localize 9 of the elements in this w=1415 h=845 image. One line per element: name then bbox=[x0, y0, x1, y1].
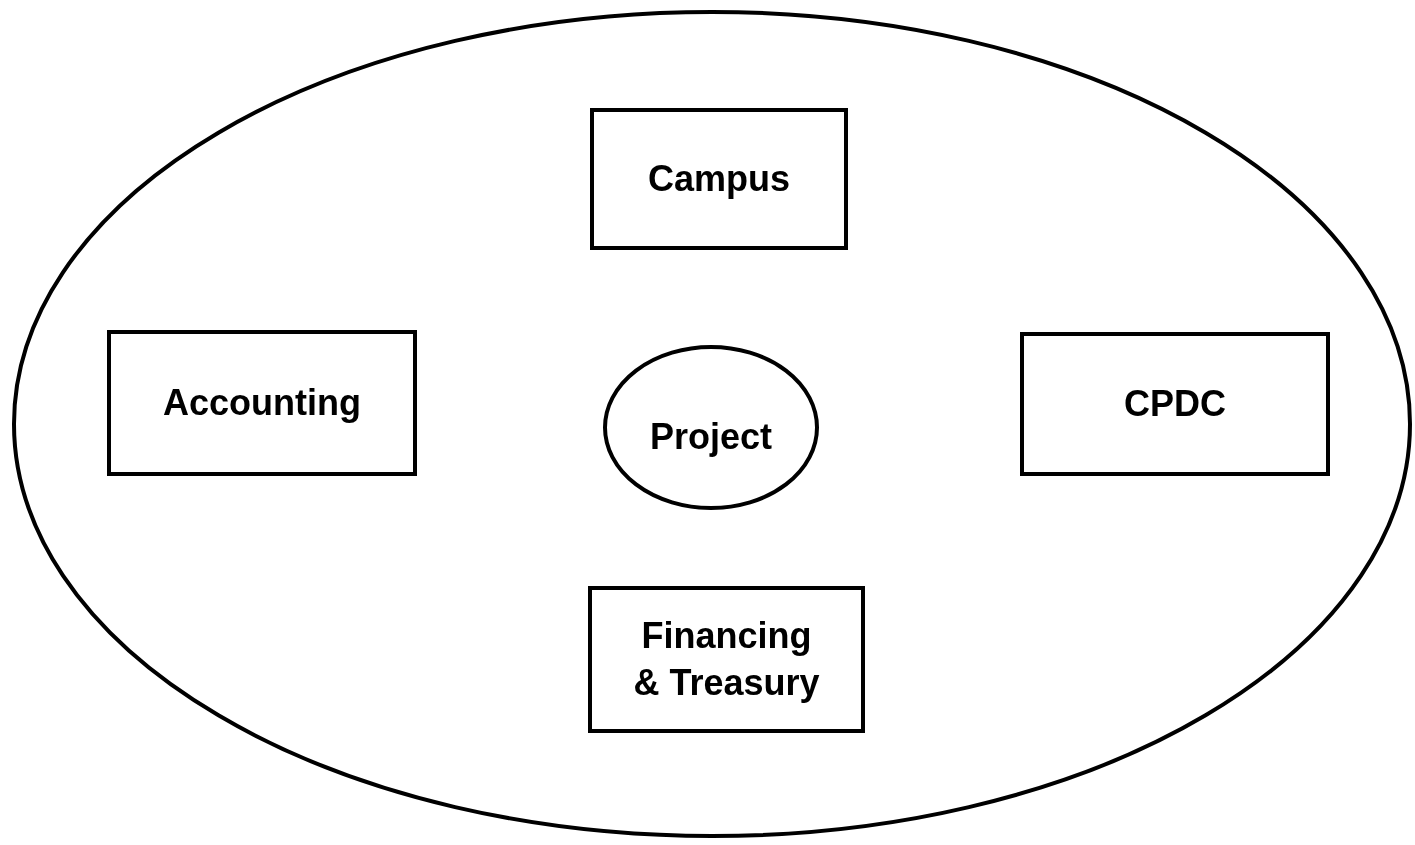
process-box bbox=[588, 586, 865, 733]
node-label: Financing & Treasury bbox=[632, 613, 821, 705]
process-box bbox=[1020, 332, 1330, 476]
node-label: Campus bbox=[647, 156, 791, 201]
node-label: Project bbox=[648, 415, 773, 460]
process-box bbox=[107, 330, 417, 476]
process-box bbox=[590, 108, 848, 250]
node-label: Accounting bbox=[162, 380, 362, 425]
node-label: CPDC bbox=[1123, 381, 1227, 426]
